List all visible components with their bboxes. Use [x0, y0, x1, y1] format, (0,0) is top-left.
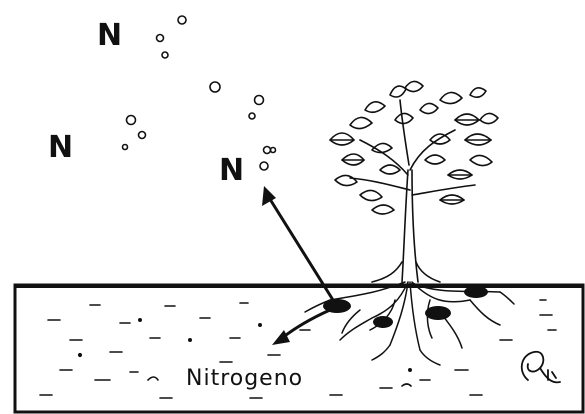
- nitrogen-label-1: N: [97, 18, 122, 53]
- nitrogen-label-3: N: [219, 153, 244, 188]
- nitrogen-soil-label: Nitrogeno: [186, 366, 303, 391]
- soil-layer: [15, 285, 583, 412]
- signature-icon: [522, 352, 560, 383]
- arrow-up-icon: [262, 186, 333, 300]
- nitrogen-label-2: N: [48, 130, 73, 165]
- plant-icon: [330, 81, 498, 282]
- gas-bubbles: [123, 16, 276, 170]
- arrow-curved-icon: [272, 310, 330, 345]
